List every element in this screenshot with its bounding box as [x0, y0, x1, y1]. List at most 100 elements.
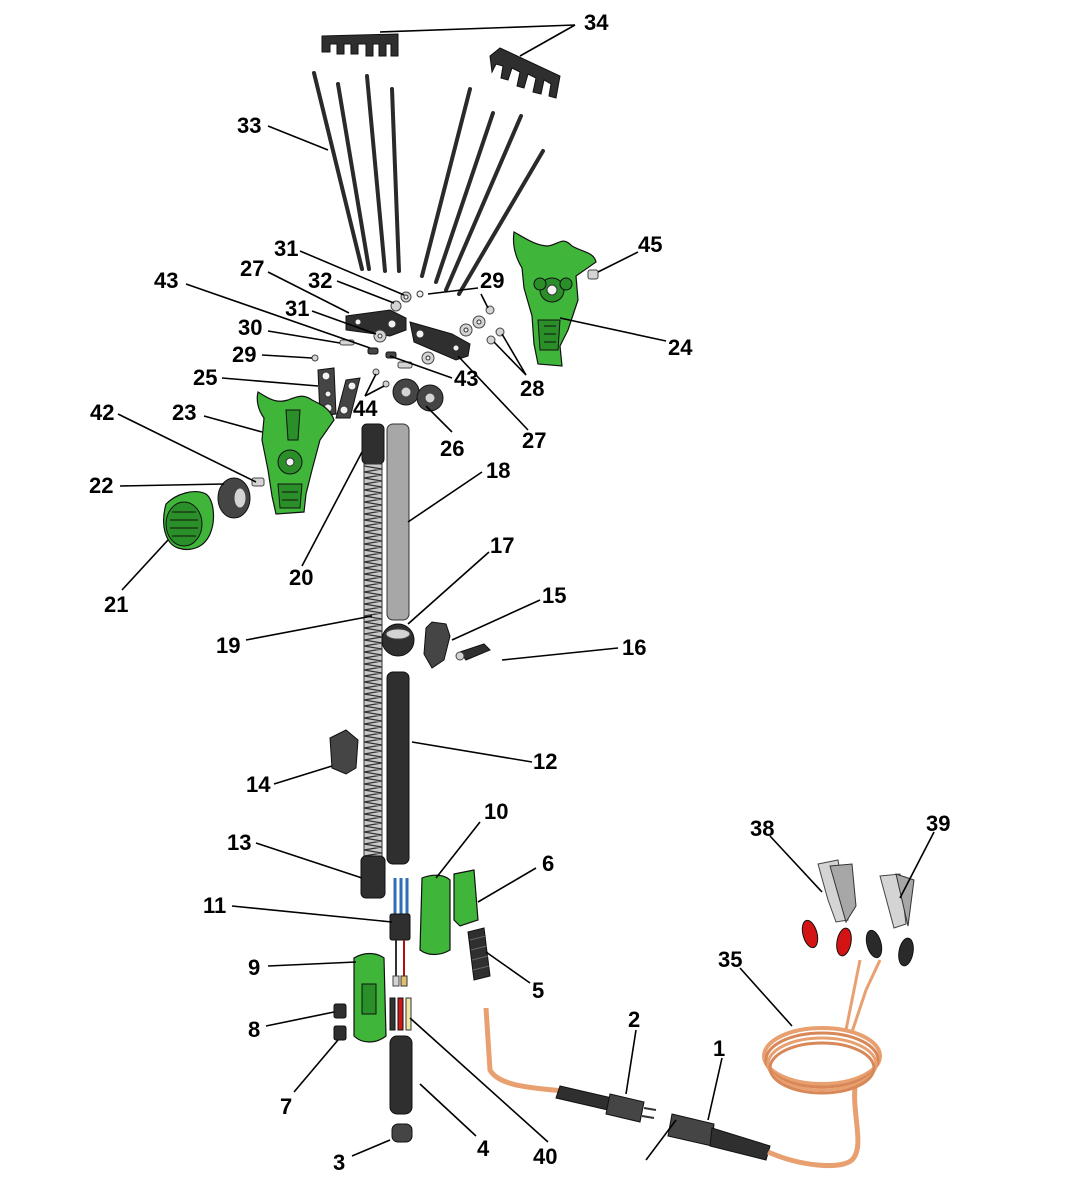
- part-44-screw: [587, 269, 599, 280]
- callout-31-mid: 31: [285, 296, 377, 335]
- callout-39: 39: [899, 811, 950, 899]
- part-12-tube: [386, 671, 410, 865]
- callout-30: 30: [238, 315, 341, 344]
- svg-text:5: 5: [532, 978, 544, 1003]
- callout-33: 33: [237, 113, 329, 151]
- callout-27-top: 27: [240, 256, 350, 314]
- svg-text:2: 2: [628, 1007, 640, 1032]
- callout-41: 42: [90, 400, 257, 483]
- callout-24: 24: [559, 317, 693, 360]
- svg-text:12: 12: [533, 749, 557, 774]
- callout-11: 11: [203, 893, 393, 923]
- part-1-socket: [667, 1079, 861, 1169]
- part-13-end-cap: [360, 855, 386, 899]
- part-16-lever: [455, 643, 491, 661]
- callout-10: 10: [435, 799, 508, 879]
- callout-34: 34: [379, 10, 609, 57]
- part-6-cover: [453, 869, 479, 927]
- callout-38: 38: [750, 816, 823, 893]
- callout-45: [645, 1119, 677, 1161]
- svg-text:7: 7: [280, 1094, 292, 1119]
- svg-text:32: 32: [308, 268, 332, 293]
- callout-7: 7: [280, 1039, 339, 1119]
- part-22-drum: [217, 477, 265, 519]
- svg-text:29: 29: [232, 342, 256, 367]
- svg-text:31: 31: [285, 296, 309, 321]
- svg-text:38: 38: [750, 816, 774, 841]
- svg-text:26: 26: [440, 436, 464, 461]
- svg-text:42: 42: [90, 400, 114, 425]
- svg-text:4: 4: [477, 1136, 490, 1161]
- part-24-right-housing: [512, 231, 597, 367]
- svg-text:21: 21: [104, 592, 128, 617]
- callout-18: 18: [407, 458, 510, 523]
- callout-13: 13: [227, 830, 363, 879]
- callout-25: 25: [193, 365, 319, 390]
- part-35-coiled-cable: [762, 959, 882, 1095]
- callout-29-left: 29: [232, 342, 313, 367]
- svg-text:9: 9: [248, 955, 260, 980]
- callout-3: 3: [333, 1139, 391, 1175]
- svg-text:8: 8: [248, 1017, 260, 1042]
- part-25-link-plates: [317, 367, 361, 419]
- part-5-spring: [467, 927, 491, 981]
- svg-text:15: 15: [542, 583, 566, 608]
- svg-text:1: 1: [713, 1036, 725, 1061]
- svg-text:34: 34: [584, 10, 609, 35]
- svg-text:23: 23: [172, 400, 196, 425]
- svg-text:30: 30: [238, 315, 262, 340]
- callout-32: 32: [308, 268, 395, 304]
- callout-12: 12: [411, 741, 557, 774]
- part-7-block: [333, 1025, 347, 1041]
- part-8-block: [333, 1003, 347, 1019]
- callout-21: 21: [104, 539, 169, 617]
- part-20-cap: [361, 423, 385, 465]
- svg-text:29: 29: [480, 268, 504, 293]
- part-41-screw: [251, 477, 265, 487]
- callout-35: 35: [718, 947, 793, 1027]
- callout-22: 22: [89, 473, 225, 498]
- svg-text:39: 39: [926, 811, 950, 836]
- svg-text:6: 6: [542, 851, 554, 876]
- cable-copper-lead: [483, 1007, 601, 1101]
- part-34-tine-holders: [321, 33, 561, 99]
- svg-text:44: 44: [353, 396, 378, 421]
- svg-text:24: 24: [668, 335, 693, 360]
- part-17-collar: [381, 623, 415, 657]
- part-23-left-housing: [256, 391, 335, 515]
- part-2-plug: [555, 1085, 657, 1123]
- svg-text:14: 14: [246, 772, 271, 797]
- callout-20: 20: [289, 451, 363, 590]
- callout-23: 23: [172, 400, 263, 433]
- svg-text:3: 3: [333, 1150, 345, 1175]
- callout-27-bottom: 27: [457, 355, 546, 453]
- callout-42-right: 43: [389, 355, 478, 391]
- part-39-black-clamp: [865, 873, 915, 967]
- part-26-pulleys: [392, 378, 444, 412]
- svg-text:22: 22: [89, 473, 113, 498]
- svg-text:11: 11: [203, 893, 226, 918]
- part-33-tines: [312, 71, 545, 296]
- callout-16: 16: [501, 635, 646, 661]
- part-11-wire-connector: [389, 878, 411, 987]
- svg-text:18: 18: [486, 458, 510, 483]
- callout-42-left: 43: [154, 268, 371, 349]
- part-38-red-clamp: [801, 859, 857, 957]
- callout-19: 19: [216, 615, 373, 658]
- callout-8: 8: [248, 1011, 335, 1042]
- svg-text:20: 20: [289, 565, 313, 590]
- callout-14: 14: [246, 765, 333, 797]
- svg-text:10: 10: [484, 799, 508, 824]
- callout-17: 17: [407, 533, 514, 625]
- svg-text:17: 17: [490, 533, 514, 558]
- part-3-end-cap: [391, 1123, 413, 1143]
- svg-text:27: 27: [522, 428, 546, 453]
- part-10-grip-half: [419, 874, 451, 956]
- callout-31-top: 31: [274, 236, 405, 296]
- part-4-tube: [389, 1035, 413, 1115]
- callout-28: 28: [493, 333, 544, 401]
- callout-29-right: 29: [427, 268, 504, 309]
- svg-text:28: 28: [520, 376, 544, 401]
- callout-43: 44: [353, 373, 385, 421]
